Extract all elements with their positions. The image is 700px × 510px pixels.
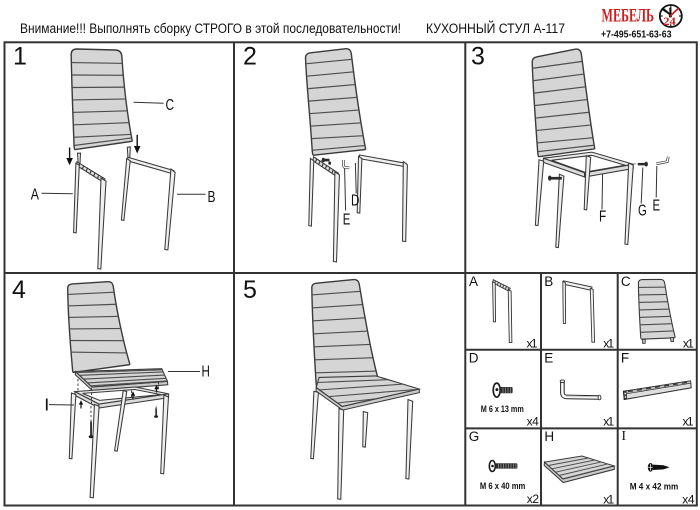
- svg-text:1: 1: [13, 43, 27, 71]
- svg-text:A: A: [469, 274, 478, 289]
- svg-text:x4: x4: [682, 492, 695, 506]
- svg-text:M 6 x 40 mm: M 6 x 40 mm: [480, 481, 526, 491]
- svg-text:M 6 x 13 mm: M 6 x 13 mm: [481, 404, 524, 414]
- svg-text:Внимание!!! Выполнять сборку С: Внимание!!! Выполнять сборку СТРОГО в эт…: [20, 21, 401, 37]
- svg-text:x4: x4: [527, 415, 540, 429]
- svg-text:D: D: [469, 350, 479, 365]
- svg-text:x1: x1: [603, 415, 614, 429]
- svg-text:КУХОННЫЙ СТУЛ А-117: КУХОННЫЙ СТУЛ А-117: [426, 19, 565, 37]
- svg-text:I: I: [622, 428, 627, 443]
- svg-text:E: E: [343, 212, 351, 229]
- svg-text:x1: x1: [527, 337, 538, 351]
- svg-text:B: B: [208, 189, 216, 206]
- svg-text:C: C: [166, 97, 175, 114]
- svg-text:B: B: [544, 274, 553, 289]
- svg-text:x1: x1: [603, 337, 614, 351]
- svg-text:F: F: [621, 350, 629, 365]
- svg-text:F: F: [599, 209, 606, 226]
- svg-text:A: A: [31, 187, 39, 204]
- svg-text:2: 2: [243, 43, 257, 71]
- svg-text:H: H: [202, 364, 210, 381]
- svg-text:G: G: [469, 429, 480, 444]
- svg-text:x2: x2: [527, 492, 540, 506]
- svg-text:5: 5: [243, 276, 257, 304]
- svg-text:E: E: [544, 350, 553, 365]
- svg-text:3: 3: [471, 43, 485, 71]
- svg-text:E: E: [653, 198, 661, 215]
- svg-text:x1: x1: [683, 415, 694, 429]
- svg-text:D: D: [351, 193, 359, 210]
- svg-text:C: C: [621, 274, 631, 289]
- svg-text:G: G: [638, 203, 647, 220]
- svg-text:x1: x1: [603, 492, 614, 506]
- svg-text:x1: x1: [683, 337, 694, 351]
- svg-text:+7-495-651-63-63: +7-495-651-63-63: [601, 30, 672, 41]
- svg-text:24: 24: [663, 16, 676, 28]
- svg-text:H: H: [544, 429, 554, 444]
- svg-text:МЕБЕЛЬ: МЕБЕЛЬ: [602, 5, 655, 26]
- svg-text:4: 4: [12, 276, 26, 304]
- svg-text:M 4 x 42 mm: M 4 x 42 mm: [630, 481, 679, 491]
